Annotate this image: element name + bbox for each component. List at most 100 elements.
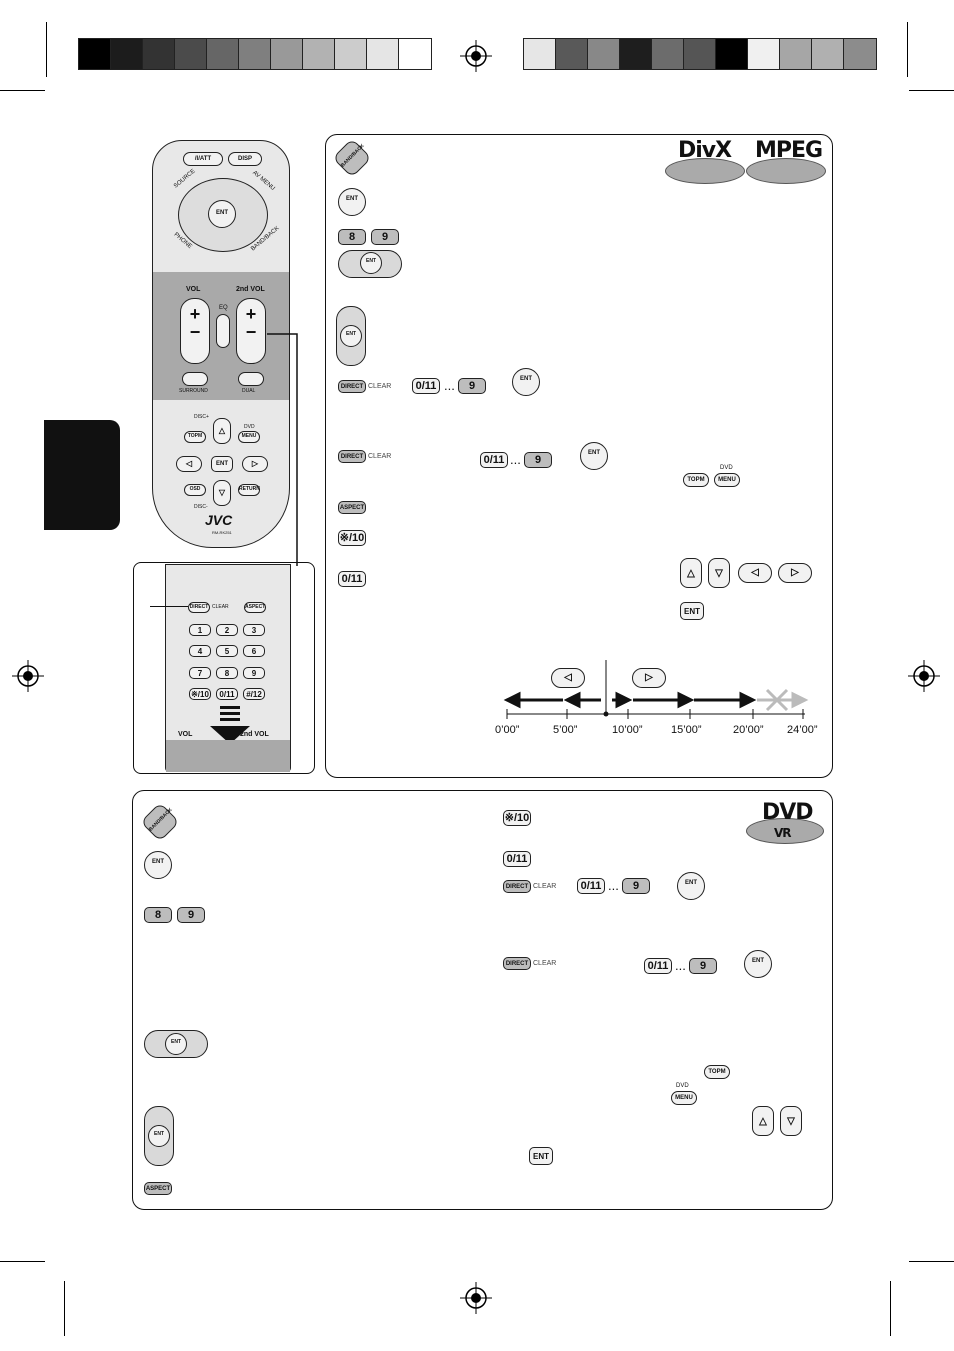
power-att-button[interactable]: /I/ATT	[183, 152, 223, 166]
remote-ent-small[interactable]: ENT	[211, 456, 233, 472]
keypad-key-5[interactable]: 5	[216, 645, 238, 657]
key-star10-1[interactable]: ※/10	[338, 530, 366, 546]
keypad-key-star10[interactable]: ※/10	[189, 688, 211, 700]
key-zero11-1[interactable]: 0/11	[412, 378, 440, 394]
key-zero11-5[interactable]: 0/11	[577, 878, 605, 894]
crop-mark	[909, 1261, 954, 1262]
key-8[interactable]: 8	[338, 229, 366, 245]
key-9-3[interactable]: 9	[177, 907, 205, 923]
ent-button-1[interactable]: ENT	[512, 368, 540, 396]
disp-button[interactable]: DISP	[228, 152, 262, 166]
color-swatch	[716, 39, 748, 69]
keypad-key-4[interactable]: 4	[189, 645, 211, 657]
up-button[interactable]: △	[213, 418, 231, 444]
down-button[interactable]: ▽	[213, 480, 231, 506]
key-9[interactable]: 9	[371, 229, 399, 245]
ent-button-2[interactable]: ENT	[580, 442, 608, 470]
keypad-key-1[interactable]: 1	[189, 624, 211, 636]
color-bar-right	[523, 38, 877, 70]
ent-button-4[interactable]: ENT	[677, 872, 705, 900]
direct-button-2[interactable]: DIRECT	[338, 450, 366, 463]
keypad-key-2[interactable]: 2	[216, 624, 238, 636]
timeline-tick-24: 24’00”	[787, 724, 818, 736]
timeline-tick-10: 10’00”	[612, 724, 643, 736]
keypad-key-9[interactable]: 9	[243, 667, 265, 679]
color-swatch	[271, 39, 303, 69]
left-button[interactable]: ◁	[176, 456, 202, 472]
key-9-1[interactable]: 9	[458, 378, 486, 394]
color-swatch	[79, 39, 111, 69]
keypad-key-7[interactable]: 7	[189, 667, 211, 679]
down-button-2[interactable]: ▽	[780, 1106, 802, 1136]
remote-ent-button[interactable]: ENT	[208, 200, 236, 228]
right-button[interactable]: ▷	[242, 456, 268, 472]
aspect-button-1[interactable]: ASPECT	[338, 501, 366, 514]
keypad-direct-button[interactable]: DIRECT	[188, 602, 210, 613]
key-9-4[interactable]: 9	[622, 878, 650, 894]
direct-button-1[interactable]: DIRECT	[338, 380, 366, 393]
ent-button-5[interactable]: ENT	[744, 950, 772, 978]
mpeg-logo: MPEG	[755, 138, 823, 163]
mpeg-disc-icon	[746, 158, 826, 184]
menu-button-2[interactable]: MENU	[671, 1091, 697, 1105]
keypad-aspect-button[interactable]: ASPECT	[244, 602, 266, 613]
key-9-2[interactable]: 9	[524, 452, 552, 468]
timeline-right-button[interactable]: ▷	[632, 668, 666, 688]
vr-logo: VR	[774, 826, 792, 840]
keypad-key-hash12[interactable]: #/12	[243, 688, 265, 700]
dual-button[interactable]	[238, 372, 264, 386]
clear-label-3: CLEAR	[533, 883, 557, 890]
menu-button[interactable]: MENU	[238, 431, 260, 443]
color-swatch	[780, 39, 812, 69]
topm-button-2[interactable]: TOPM	[704, 1065, 730, 1079]
skip-dial-ent[interactable]: ENT	[360, 252, 382, 274]
skip-dial-ent-2[interactable]: ENT	[165, 1033, 187, 1055]
direct-button-4[interactable]: DIRECT	[503, 957, 531, 970]
timeline-left-button[interactable]: ◁	[551, 668, 585, 688]
ent-small-button-2[interactable]: ENT	[529, 1147, 553, 1165]
key-zero11-2[interactable]: 0/11	[480, 452, 508, 468]
up-button-2[interactable]: △	[752, 1106, 774, 1136]
key-zero11-4[interactable]: 0/11	[503, 851, 531, 867]
divx-mpeg-panel	[325, 134, 833, 778]
key-8-2[interactable]: 8	[144, 907, 172, 923]
keypad-key-3[interactable]: 3	[243, 624, 265, 636]
keypad-key-zero11[interactable]: 0/11	[216, 688, 238, 700]
color-swatch	[143, 39, 175, 69]
surround-button[interactable]	[182, 372, 208, 386]
down-button-1[interactable]: ▽	[708, 558, 730, 588]
eq-button[interactable]	[216, 314, 230, 348]
ent-button[interactable]: ENT	[338, 188, 366, 216]
keypad-key-6[interactable]: 6	[243, 645, 265, 657]
left-button-1[interactable]: ◁	[738, 563, 772, 583]
vol-rocker[interactable]: +−	[180, 298, 210, 364]
color-swatch	[556, 39, 588, 69]
ent-small-button-1[interactable]: ENT	[680, 602, 704, 620]
crop-mark	[0, 90, 45, 91]
crop-mark	[909, 90, 954, 91]
key-9-5[interactable]: 9	[689, 958, 717, 974]
second-vol-rocker[interactable]: +−	[236, 298, 266, 364]
dvd-label-remote: DVD	[244, 424, 255, 430]
aspect-button-2[interactable]: ASPECT	[144, 1182, 172, 1195]
keypad-key-8[interactable]: 8	[216, 667, 238, 679]
vertical-dial-ent[interactable]: ENT	[340, 325, 362, 347]
dvd-label-1: DVD	[720, 465, 733, 471]
color-swatch	[588, 39, 620, 69]
vertical-dial-ent-2[interactable]: ENT	[148, 1125, 170, 1147]
down-arrow-icon	[210, 706, 250, 744]
direct-button-3[interactable]: DIRECT	[503, 880, 531, 893]
topm-button[interactable]: TOPM	[184, 431, 206, 443]
key-zero11-3[interactable]: 0/11	[338, 571, 366, 587]
key-zero11-6[interactable]: 0/11	[644, 958, 672, 974]
key-star10-2[interactable]: ※/10	[503, 810, 531, 826]
up-button-1[interactable]: △	[680, 558, 702, 588]
vol-label: VOL	[186, 286, 201, 293]
crop-mark	[64, 1281, 65, 1336]
return-button[interactable]: RETURN	[238, 484, 260, 496]
menu-button-1[interactable]: MENU	[714, 473, 740, 487]
topm-button-1[interactable]: TOPM	[683, 473, 709, 487]
ent-button-3[interactable]: ENT	[144, 851, 172, 879]
osd-button[interactable]: OSD	[184, 484, 206, 496]
right-button-1[interactable]: ▷	[778, 563, 812, 583]
